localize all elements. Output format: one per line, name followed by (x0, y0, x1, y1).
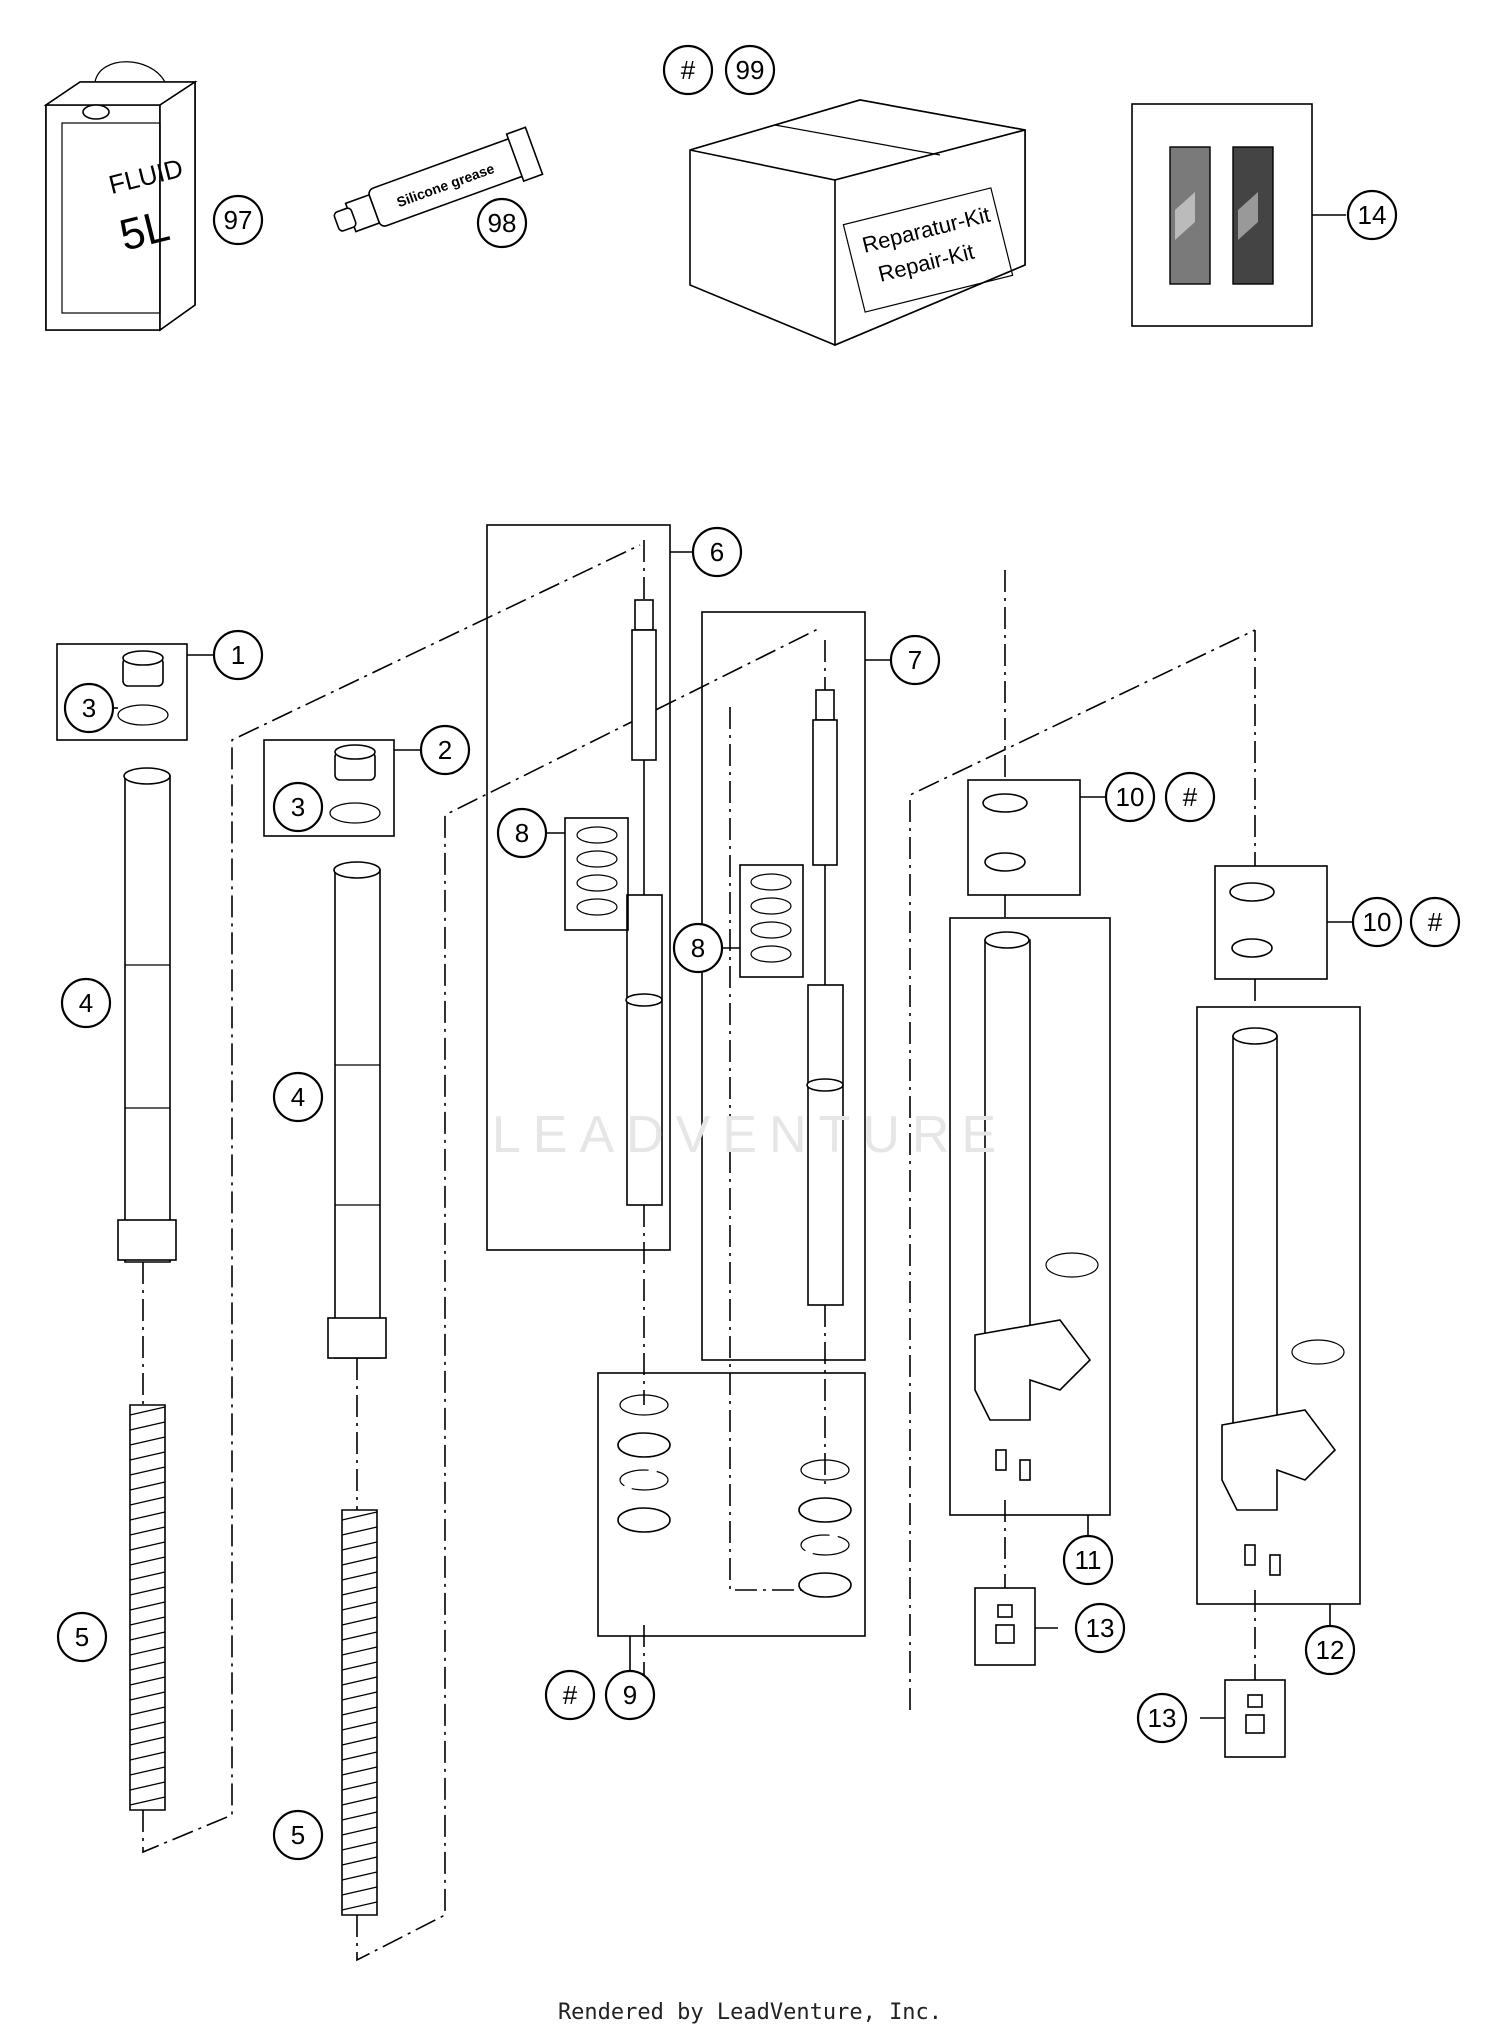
svg-text:8: 8 (691, 933, 705, 963)
svg-text:2: 2 (438, 735, 452, 765)
right-fork-assembly (263, 627, 821, 1962)
svg-text:#: # (1428, 907, 1443, 937)
callout-hash-9[interactable]: # (544, 1669, 596, 1721)
svg-text:3: 3 (82, 693, 96, 723)
svg-text:13: 13 (1086, 1613, 1115, 1643)
svg-text:7: 7 (908, 645, 922, 675)
callout-6[interactable]: 6 (691, 526, 743, 578)
callout-13-left[interactable]: 13 (1074, 1602, 1126, 1654)
outer-tube-11 (909, 570, 1256, 1710)
svg-text:14: 14 (1358, 200, 1387, 230)
svg-text:1: 1 (231, 640, 245, 670)
callout-9[interactable]: 9 (604, 1669, 656, 1721)
svg-text:#: # (1183, 782, 1198, 812)
svg-text:13: 13 (1148, 1703, 1177, 1733)
callout-12[interactable]: 12 (1304, 1624, 1356, 1676)
callout-hash-10-right[interactable]: # (1409, 896, 1461, 948)
svg-text:3: 3 (291, 792, 305, 822)
callout-hash-99[interactable]: # (662, 44, 714, 96)
watermark: LEADVENTURE (491, 1106, 1009, 1164)
svg-text:11: 11 (1075, 1545, 1102, 1575)
svg-text:#: # (681, 55, 696, 85)
callout-hash-10-left[interactable]: # (1164, 771, 1216, 823)
callout-5-left[interactable]: 5 (56, 1611, 108, 1663)
callout-1[interactable]: 1 (212, 629, 264, 681)
callout-14[interactable]: 14 (1346, 189, 1398, 241)
svg-text:6: 6 (710, 537, 724, 567)
callout-8-cartridge-7[interactable]: 8 (672, 922, 724, 974)
svg-text:4: 4 (291, 1082, 305, 1112)
callout-10-right[interactable]: 10 (1351, 896, 1403, 948)
svg-text:4: 4 (79, 988, 93, 1018)
callout-3-right[interactable]: 3 (272, 781, 324, 833)
svg-text:10: 10 (1116, 782, 1145, 812)
callout-8-cartridge-6[interactable]: 8 (496, 807, 548, 859)
footer-credit: Rendered by LeadVenture, Inc. (557, 2000, 943, 2025)
svg-text:10: 10 (1363, 907, 1392, 937)
callout-10-left[interactable]: 10 (1104, 771, 1156, 823)
callout-4-right[interactable]: 4 (272, 1071, 324, 1123)
svg-text:5: 5 (291, 1820, 305, 1850)
fluid-can-label-2: 5L (115, 201, 174, 260)
left-fork-assembly (56, 544, 641, 1854)
svg-text:5: 5 (75, 1622, 89, 1652)
svg-text:98: 98 (488, 208, 517, 238)
callout-5-right[interactable]: 5 (272, 1809, 324, 1861)
callout-11[interactable]: 11 (1062, 1534, 1114, 1586)
outer-tube-12 (1196, 630, 1361, 1758)
svg-text:99: 99 (736, 55, 765, 85)
repair-kit-box: Reparatur-Kit Repair-Kit (689, 99, 1026, 347)
fluid-can: FLUID 5L (43, 61, 198, 332)
seal-kit-9 (597, 1372, 866, 1670)
callout-97[interactable]: 97 (212, 194, 264, 246)
callout-98[interactable]: 98 (476, 197, 528, 249)
callout-99[interactable]: 99 (724, 44, 776, 96)
callout-2[interactable]: 2 (419, 724, 471, 776)
svg-text:9: 9 (623, 1680, 637, 1710)
svg-text:#: # (563, 1680, 578, 1710)
callout-7[interactable]: 7 (889, 634, 941, 686)
callout-13-right[interactable]: 13 (1136, 1692, 1188, 1744)
decal-set (1131, 103, 1346, 327)
callout-4-left[interactable]: 4 (60, 977, 112, 1029)
svg-text:12: 12 (1316, 1635, 1345, 1665)
svg-text:97: 97 (224, 205, 253, 235)
callout-3-left[interactable]: 3 (63, 682, 115, 734)
svg-text:8: 8 (515, 818, 529, 848)
cartridge-7 (643, 611, 890, 1710)
cartridge-6 (486, 524, 700, 1405)
